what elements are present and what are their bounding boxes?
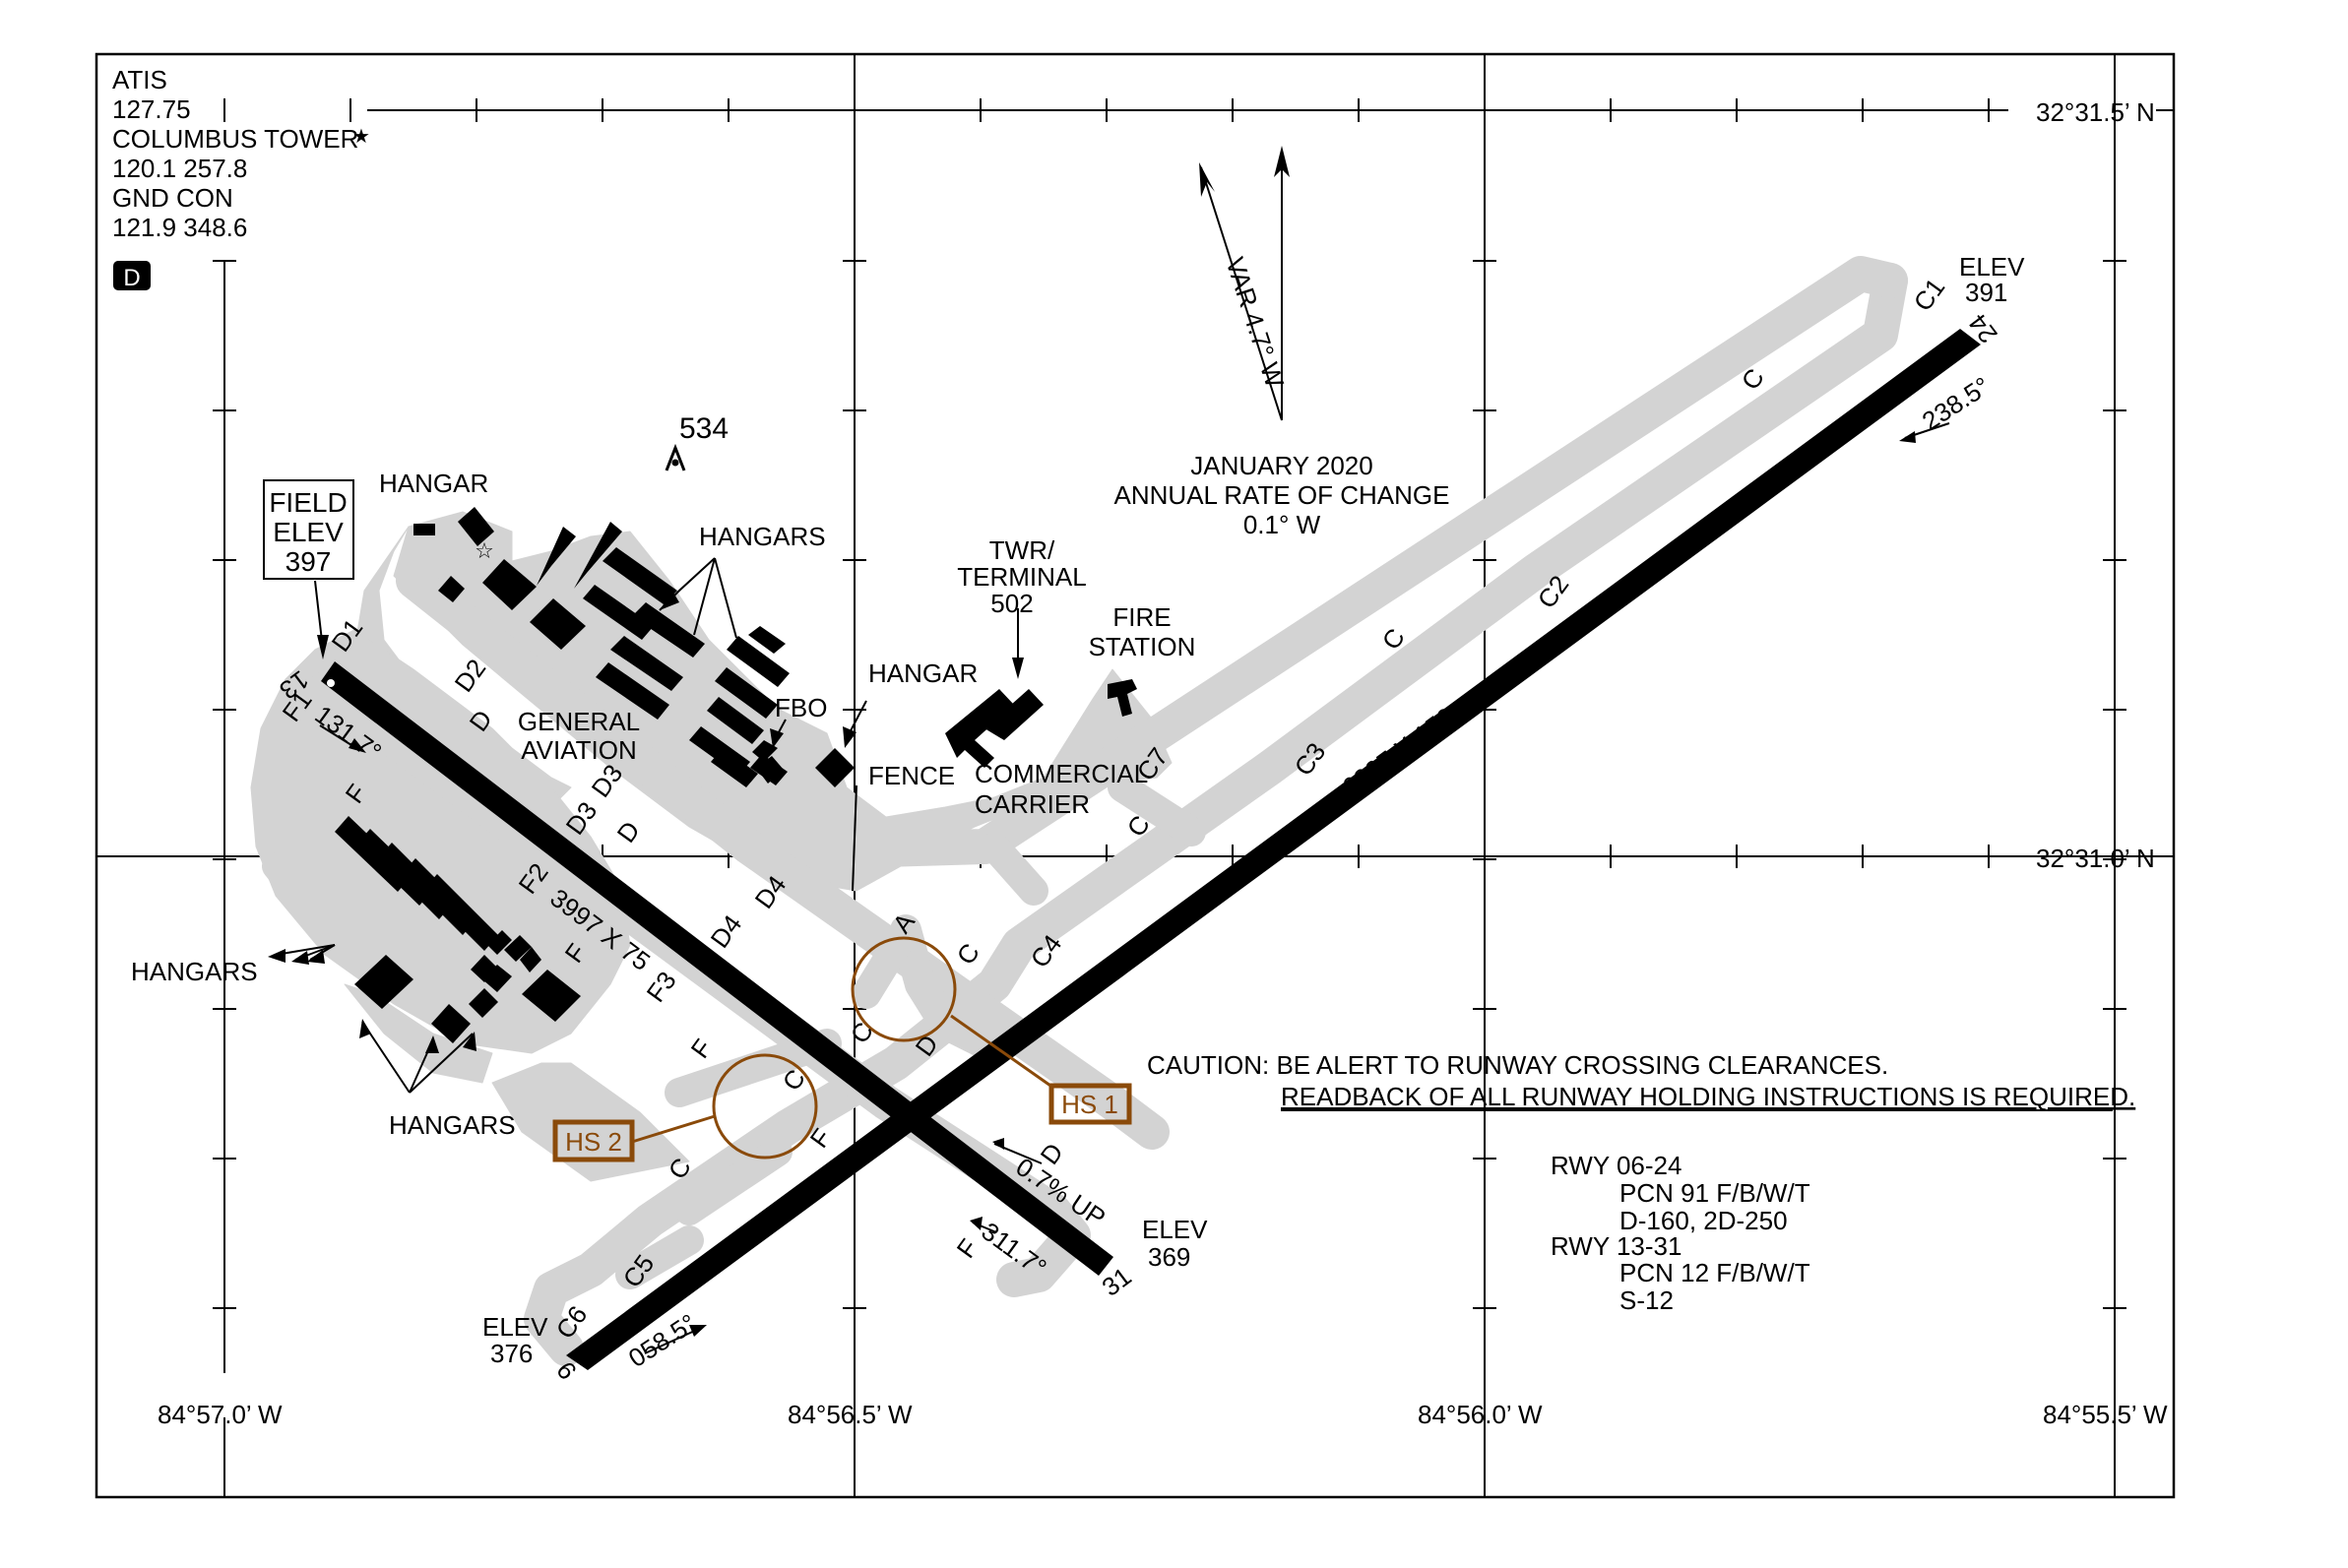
tower-terminal-label: TWR/ [989,535,1055,565]
field-elevation-box [263,479,354,580]
atis-badge: D [123,265,140,291]
runway-elevation-label: ELEV [482,1312,548,1342]
commercial-carrier-label: CARRIER [975,789,1090,819]
atis-label: ATIS [112,65,167,94]
arrow-heads [268,431,1916,1337]
ground-frequency: 121.9 348.6 [112,213,247,242]
taxiway-label: F [685,1034,719,1063]
true-north-arrow-icon [1274,146,1290,177]
commercial-carrier-label: COMMERCIAL [975,759,1148,788]
buildings [335,507,1137,1043]
hangar-label: HANGAR [379,469,488,498]
pcn-runway: RWY 06-24 [1551,1151,1682,1180]
runway-elevation-label: ELEV [1142,1215,1208,1244]
longitude-label: 84°56.5’ W [788,1400,913,1429]
diagram-frame [95,52,2176,1499]
hot-spot-label: HS 1 [1061,1090,1118,1119]
hangars-label: HANGARS [131,957,258,986]
variation-rate-label: ANNUAL RATE OF CHANGE [1114,480,1450,510]
tower-part-time-star-icon: ★ [352,126,370,148]
taxiway-label: C1 [1908,273,1951,317]
runway-elevation-value: 376 [490,1339,533,1368]
hangar-label: HANGAR [868,659,978,688]
atis-frequency: 127.75 [112,94,191,124]
runway-13-31 [321,661,1113,1276]
variation-epoch: JANUARY 2020 [1190,451,1372,480]
taxiway-label: C [845,1017,879,1049]
runway-elevation-value: 391 [1965,278,2007,307]
variation-rate: 0.1° W [1243,510,1321,539]
tower-frequency: 120.1 257.8 [112,154,247,183]
general-aviation-label: GENERAL [518,707,640,736]
variation-label: VAR 4.7° W [1220,254,1290,392]
fire-station-label: STATION [1089,632,1196,661]
longitude-label: 84°56.0’ W [1418,1400,1543,1429]
magnetic-north-arrow-icon [1199,162,1215,197]
field-elevation-value: 397 [286,546,332,577]
beacon-star-icon: ☆ [475,538,494,563]
pcn-value: PCN 91 F/B/W/T [1619,1178,1810,1208]
hangars-label: HANGARS [699,522,826,551]
pcn-value: PCN 12 F/B/W/T [1619,1258,1810,1287]
pavement-classification: RWY 06-24 PCN 91 F/B/W/T D-160, 2D-250 R… [1551,1151,1810,1315]
pcn-runway: RWY 13-31 [1551,1231,1682,1261]
obstacle-elevation: 534 [679,412,729,445]
general-aviation-label: AVIATION [521,735,637,765]
taxiway-label: F3 [641,966,682,1007]
hangars-label: HANGARS [389,1110,516,1140]
longitude-label: 84°55.5’ W [2043,1400,2168,1429]
taxiway-label: D4 [705,909,748,954]
fbo-label: FBO [775,693,827,722]
longitude-label: 84°57.0’ W [158,1400,283,1429]
hot-spots [552,936,1132,1162]
hot-spot-label: HS 2 [565,1127,622,1157]
caution-note-underlined: READBACK OF ALL RUNWAY HOLDING INSTRUCTI… [1281,1082,2135,1111]
tower-terminal-label: TERMINAL [957,562,1086,592]
latitude-label: 32°31.5’ N [2036,97,2155,127]
runways [321,329,1981,1370]
taxiway-label: C [951,938,985,971]
runway-elevation-label: ELEV [1959,252,2025,282]
obstacle-icon [665,443,686,471]
fence-label: FENCE [868,761,955,790]
atis-badge-box [113,261,151,290]
ground-label: GND CON [112,183,233,213]
tower-label: COLUMBUS TOWER [112,124,358,154]
pcn-weight: S-12 [1619,1286,1674,1315]
latitude-label: 32°31.0’ N [2036,844,2155,873]
field-elevation-line1: FIELD [269,487,347,518]
caution-note: CAUTION: BE ALERT TO RUNWAY CROSSING CLE… [1147,1050,1888,1080]
runway-elevation-value: 369 [1148,1242,1190,1272]
comms-block: ATIS 127.75 COLUMBUS TOWER 120.1 257.8 G… [112,65,358,291]
tower-elevation-label: 502 [990,589,1033,618]
taxiway-label: D [611,816,646,848]
field-elevation-line2: ELEV [273,517,344,547]
fire-station-label: FIRE [1112,602,1171,632]
pcn-weight: D-160, 2D-250 [1619,1206,1788,1235]
